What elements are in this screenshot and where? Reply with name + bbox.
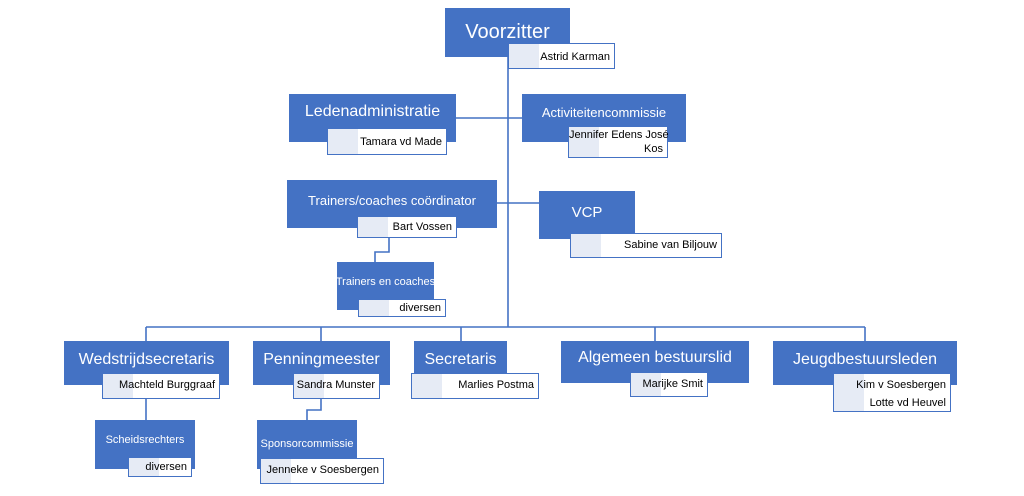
activiteitencommissie-name-line1: Jennifer Edens José [569, 129, 669, 141]
scheidsrechters-name-tag: diversen [128, 457, 192, 477]
trainers-coordinator-box: Trainers/coaches coördinator [287, 180, 497, 228]
scheidsrechters-name: diversen [145, 461, 187, 473]
trainers-coordinator-name-tag: Bart Vossen [357, 216, 457, 238]
algemeen-bestuurslid-name-tag: Marijke Smit [630, 372, 708, 397]
ledenadministratie-name-tag: Tamara vd Made [327, 128, 447, 155]
activiteitencommissie-title: Activiteitencommissie [541, 104, 667, 120]
voorzitter-name-tag: Astrid Karman [508, 43, 615, 69]
sponsorcommissie-name: Jenneke v Soesbergen [266, 464, 379, 476]
trainers-coaches-title: Trainers en coaches [335, 276, 436, 288]
trainers-coordinator-title: Trainers/coaches coördinator [308, 192, 476, 208]
jeugdbestuursleden-name-line2: Lotte vd Heuvel [869, 397, 946, 409]
vcp-name: Sabine van Biljouw [624, 239, 717, 251]
penningmeester-title: Penningmeester [263, 351, 380, 368]
wedstrijdsecretaris-title: Wedstrijdsecretaris [78, 351, 215, 368]
sponsorcommissie-title: Sponsorcommissie [260, 437, 354, 450]
secretaris-title: Secretaris [424, 351, 497, 368]
jeugdbestuursleden-name-tag: Kim v Soesbergen Lotte vd Heuvel [833, 373, 951, 412]
wedstrijdsecretaris-name-tag: Machteld Burggraaf [102, 373, 220, 399]
penningmeester-name-tag: Sandra Munster [293, 373, 380, 399]
activiteitencommissie-name-tag: Jennifer Edens José Kos [568, 126, 669, 158]
connector-trainers-coaches [374, 237, 390, 262]
voorzitter-name: Astrid Karman [540, 51, 610, 63]
jeugdbestuursleden-title: Jeugdbestuursleden [792, 351, 938, 368]
activiteitencommissie-name-line2: Kos [644, 143, 663, 155]
trainers-coaches-name: diversen [399, 302, 441, 314]
sponsorcommissie-name-tag: Jenneke v Soesbergen [260, 458, 384, 484]
connector-sponsorcommissie [306, 398, 322, 420]
ledenadministratie-name: Tamara vd Made [360, 136, 442, 148]
algemeen-bestuurslid-title: Algemeen bestuurslid [578, 349, 732, 366]
trainers-coaches-name-tag: diversen [358, 299, 446, 317]
secretaris-name-tag: Marlies Postma [411, 373, 539, 399]
vcp-title: VCP [571, 203, 603, 221]
wedstrijdsecretaris-name: Machteld Burggraaf [119, 379, 215, 391]
penningmeester-name: Sandra Munster [296, 379, 375, 391]
jeugdbestuursleden-name-line1: Kim v Soesbergen [856, 379, 946, 391]
vcp-box: VCP [539, 191, 635, 239]
algemeen-bestuurslid-name: Marijke Smit [642, 378, 703, 390]
voorzitter-title: Voorzitter [465, 21, 550, 43]
trainers-coordinator-name: Bart Vossen [392, 221, 452, 233]
secretaris-name: Marlies Postma [458, 379, 534, 391]
vcp-name-tag: Sabine van Biljouw [570, 233, 722, 258]
scheidsrechters-title: Scheidsrechters [105, 433, 185, 446]
ledenadministratie-title: Ledenadministratie [304, 103, 441, 120]
